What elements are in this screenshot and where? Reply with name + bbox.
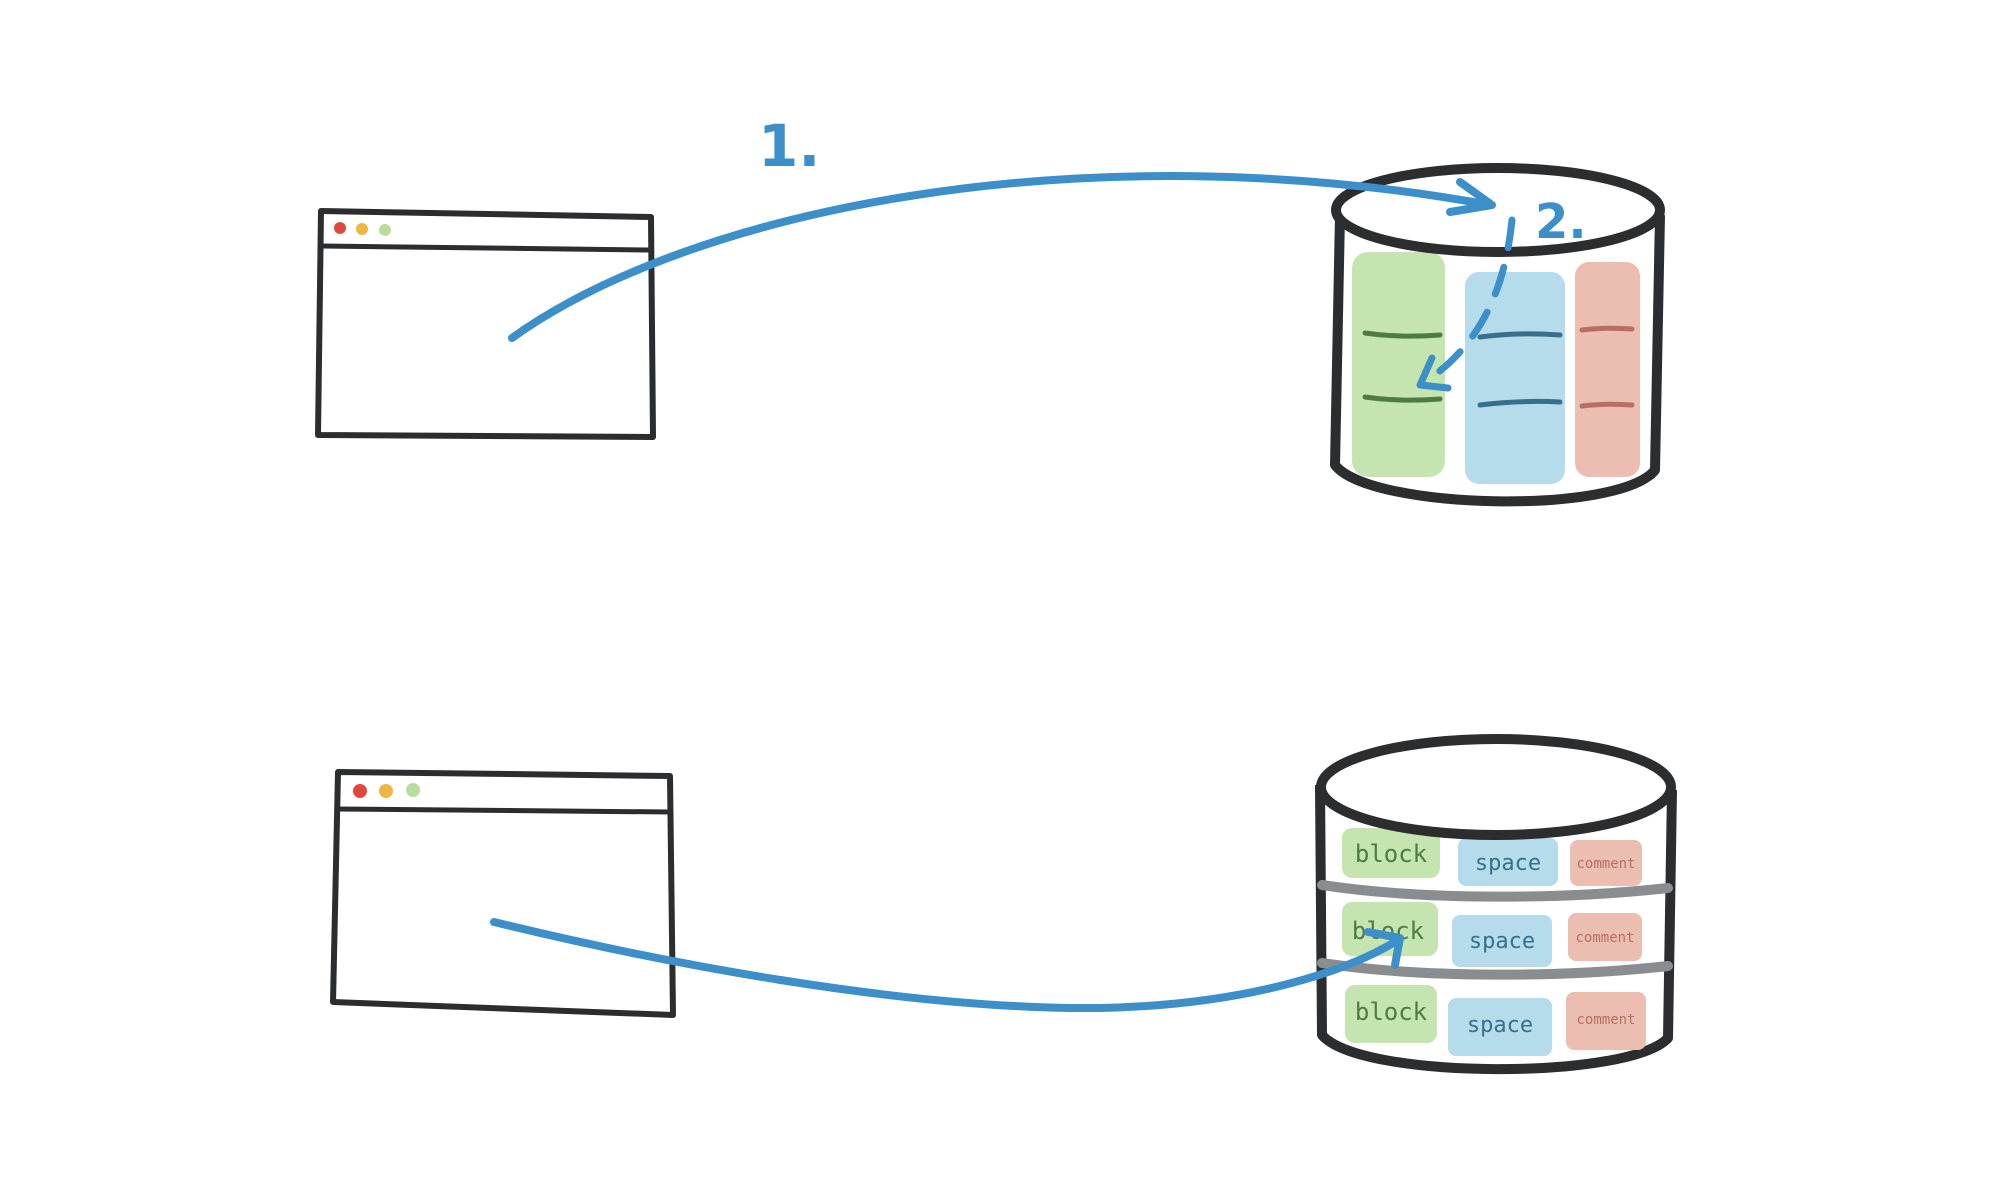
bottom-browser-frame xyxy=(330,769,676,1018)
top-browser-maximize-dot xyxy=(379,224,391,236)
top-column-blue-line-1 xyxy=(1477,331,1563,340)
row-3-block-cell xyxy=(1345,985,1437,1043)
top-column-red-line-1 xyxy=(1579,325,1635,333)
top-browser-titlebar-line xyxy=(321,243,651,253)
bottom-arrow-curve xyxy=(490,918,1402,1013)
bottom-browser-maximize-dot xyxy=(406,783,420,797)
row-3-block-label: block xyxy=(1355,998,1428,1026)
bottom-database-cylinder: block space comment block space comment … xyxy=(1315,734,1677,1075)
row-1-block-cell xyxy=(1342,828,1440,878)
top-browser-window xyxy=(315,208,656,440)
top-column-red xyxy=(1575,262,1640,477)
row-1-comment-cell xyxy=(1570,840,1642,886)
row-2-block-label: block xyxy=(1352,917,1425,945)
bottom-browser-close-dot xyxy=(353,784,367,798)
top-dashed-arrow-head xyxy=(1416,354,1452,392)
top-browser-minimize-dot xyxy=(356,223,368,235)
row-2-space-cell xyxy=(1452,915,1552,967)
bottom-cylinder-lid xyxy=(1316,734,1676,840)
step-two-label: 2. xyxy=(1535,194,1587,250)
bottom-browser-minimize-dot xyxy=(379,784,393,798)
top-arrow-head xyxy=(1446,178,1496,216)
row-1-comment-label: comment xyxy=(1576,856,1635,872)
row-2-space-label: space xyxy=(1469,929,1535,954)
top-arrow-curve xyxy=(508,172,1494,342)
bottom-row-divider-2 xyxy=(1317,958,1673,980)
row-3-comment-cell xyxy=(1566,992,1646,1050)
top-browser-frame xyxy=(315,208,656,440)
top-column-blue-line-2 xyxy=(1477,398,1563,408)
top-column-green xyxy=(1352,252,1445,477)
top-column-red-line-2 xyxy=(1579,401,1635,409)
row-2-comment-label: comment xyxy=(1575,930,1634,946)
bottom-arrow-head xyxy=(1364,928,1404,969)
bottom-row-divider-1 xyxy=(1317,880,1673,902)
row-2-comment-cell xyxy=(1568,913,1642,961)
top-arrow-query xyxy=(508,172,1496,342)
row-2-block-cell xyxy=(1342,902,1438,956)
top-column-blue xyxy=(1465,272,1565,484)
row-3-space-cell xyxy=(1448,998,1552,1056)
top-arrow-internal-read xyxy=(1416,216,1516,392)
step-one-label: 1. xyxy=(758,112,820,180)
top-cylinder-lid xyxy=(1331,163,1665,257)
row-3-comment-label: comment xyxy=(1576,1012,1635,1028)
row-1-block-label: block xyxy=(1355,840,1428,868)
top-column-green-line-1 xyxy=(1362,330,1443,339)
top-dashed-arrow-curve xyxy=(1421,216,1516,386)
bottom-arrow-query xyxy=(490,918,1404,1013)
top-database-cylinder xyxy=(1330,163,1665,507)
bottom-browser-titlebar-line xyxy=(337,806,671,815)
top-browser-close-dot xyxy=(334,222,346,234)
bottom-browser-window xyxy=(330,769,676,1018)
row-1-space-cell xyxy=(1458,838,1558,886)
top-column-green-line-2 xyxy=(1362,394,1443,403)
row-3-space-label: space xyxy=(1467,1013,1533,1038)
row-1-space-label: space xyxy=(1475,851,1541,876)
